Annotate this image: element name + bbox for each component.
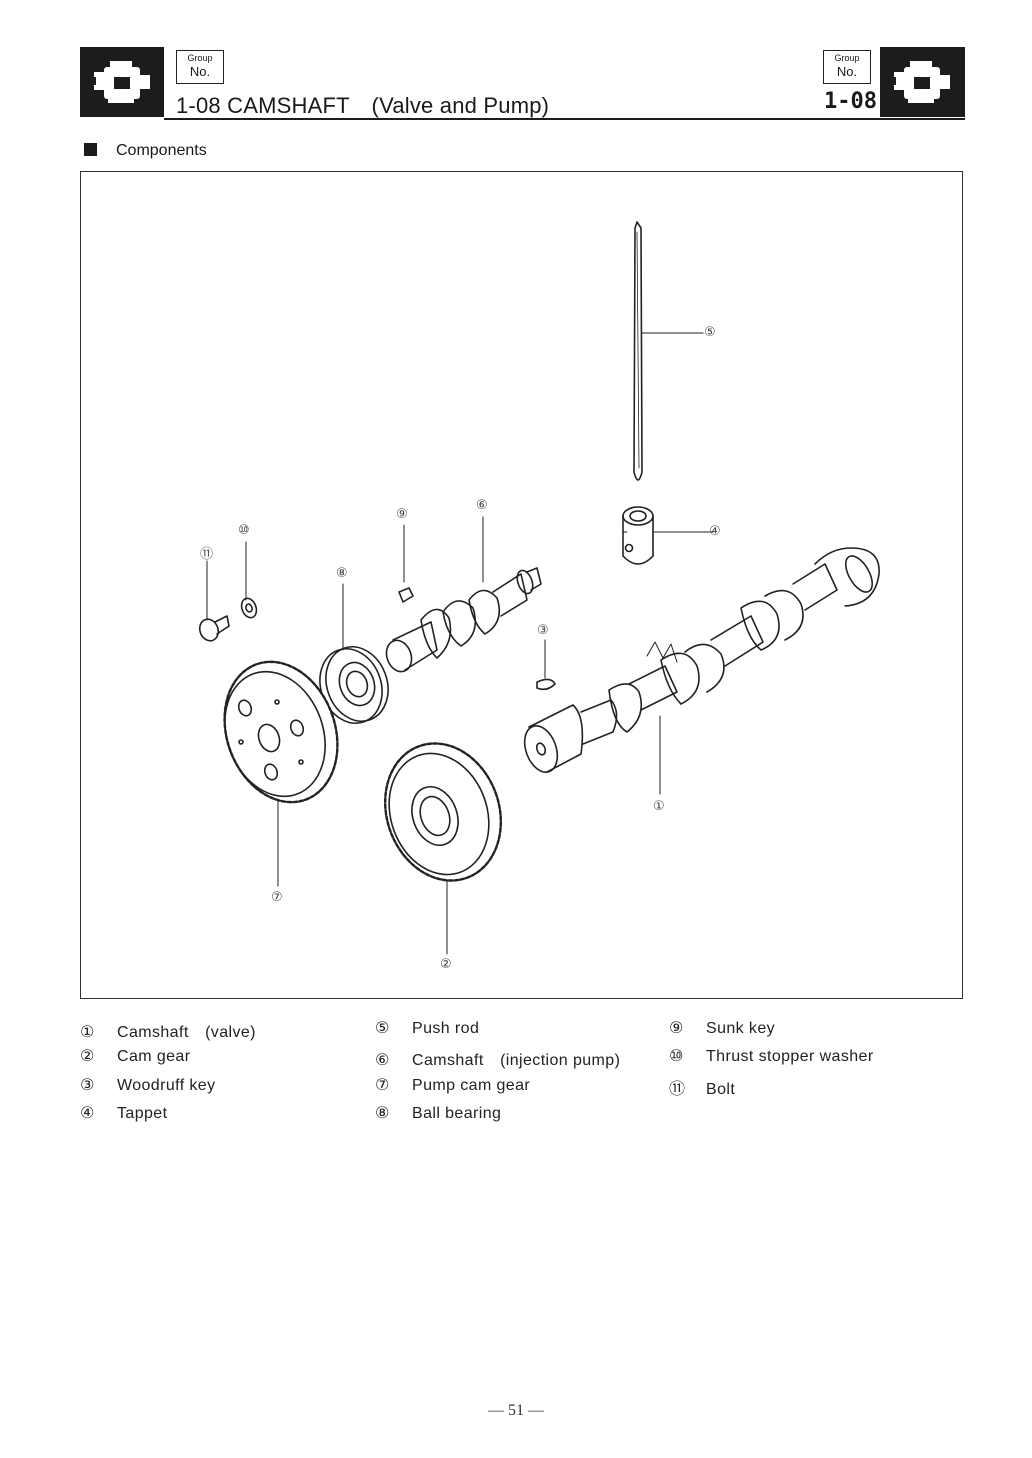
callout-3: ③ bbox=[537, 622, 549, 638]
callout-11: ⑪ bbox=[200, 543, 213, 562]
callout-9: ⑨ bbox=[396, 506, 408, 522]
bolt-drawing bbox=[197, 616, 229, 643]
woodruff-key-drawing bbox=[537, 679, 555, 689]
engine-icon bbox=[80, 47, 164, 117]
valve-camshaft-drawing bbox=[519, 548, 879, 777]
callout-10: ⑩ bbox=[238, 522, 250, 538]
callout-4: ④ bbox=[709, 523, 721, 539]
push-rod-drawing bbox=[634, 222, 642, 480]
no-label-right: No. bbox=[824, 65, 870, 78]
no-label: No. bbox=[177, 65, 223, 78]
injection-camshaft-drawing bbox=[382, 568, 541, 675]
section-title: Components bbox=[116, 142, 207, 159]
tappet-drawing bbox=[623, 507, 653, 564]
group-number: 1-08 bbox=[824, 89, 877, 114]
thrust-washer-drawing bbox=[239, 596, 259, 620]
group-label: Group bbox=[177, 54, 223, 63]
section-bullet-icon bbox=[84, 143, 97, 156]
page-number: — 51 — bbox=[0, 1402, 1032, 1420]
sunk-key-drawing bbox=[399, 588, 413, 602]
group-number-box: Group No. bbox=[176, 50, 224, 84]
callout-1: ① bbox=[653, 798, 665, 814]
group-number-box-right: Group No. bbox=[823, 50, 871, 84]
callout-2: ② bbox=[440, 956, 452, 972]
group-label-right: Group bbox=[824, 54, 870, 63]
engine-icon bbox=[880, 47, 965, 117]
cam-gear-drawing bbox=[366, 727, 519, 897]
page-title: 1-08 CAMSHAFT (Valve and Pump) bbox=[176, 88, 549, 120]
exploded-view-drawing bbox=[81, 172, 964, 1000]
section-heading: Components bbox=[84, 142, 207, 160]
callout-7: ⑦ bbox=[271, 889, 283, 905]
components-diagram: ⑤ ④ ⑥ ⑨ ⑧ ③ ⑩ ⑪ ⑦ ② ① bbox=[80, 171, 963, 999]
header-rule bbox=[164, 118, 965, 120]
callout-6: ⑥ bbox=[476, 497, 488, 513]
callout-8: ⑧ bbox=[336, 565, 348, 581]
callout-5: ⑤ bbox=[704, 324, 716, 340]
